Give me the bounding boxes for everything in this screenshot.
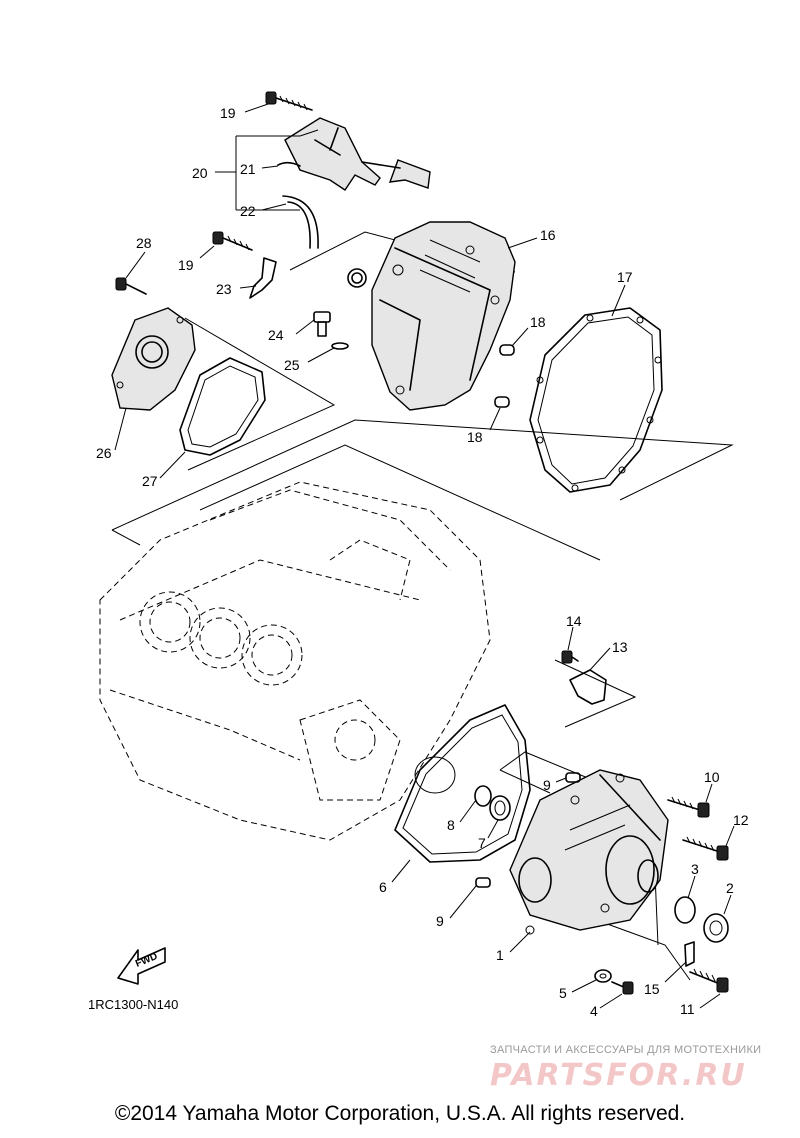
dowel-pin-part-18-upper [499, 344, 515, 356]
gasket-part-17 [529, 307, 663, 493]
o-ring-part-25 [331, 342, 349, 350]
hose-part-22 [282, 195, 319, 249]
gasket-part-27 [179, 357, 266, 456]
callout-28: 28 [136, 235, 152, 251]
callout-18-upper: 18 [530, 314, 546, 330]
callout-18-lower: 18 [467, 429, 483, 445]
watermark-logo: PARTSFOR.RU [490, 1058, 747, 1093]
bolt-part-4 [611, 981, 634, 995]
plug-part-2 [703, 913, 729, 943]
callout-19-mid: 19 [178, 257, 194, 273]
circlip-part-8 [474, 785, 492, 807]
plate-part-23 [249, 257, 277, 299]
callout-4: 4 [590, 1003, 598, 1019]
callout-8: 8 [447, 817, 455, 833]
callout-15: 15 [644, 981, 660, 997]
callout-10: 10 [704, 769, 720, 785]
bolt-part-28 [115, 277, 147, 295]
callout-9-upper: 9 [543, 777, 551, 793]
washer-part-5 [594, 969, 612, 983]
watermark-tagline: ЗАПЧАСТИ И АКСЕССУАРЫ ДЛЯ МОТОТЕХНИКИ [490, 1044, 762, 1056]
callout-23: 23 [216, 281, 232, 297]
bolt-part-19-mid [212, 231, 253, 251]
callout-17: 17 [617, 269, 633, 285]
bolt-part-19-top [265, 91, 313, 111]
dowel-pin-part-18-lower [494, 396, 510, 408]
sensor-part-24 [313, 311, 331, 337]
callout-labels: 19 20 21 22 16 17 28 19 23 24 25 18 18 2… [96, 105, 749, 1019]
callout-27: 27 [142, 473, 158, 489]
callout-21: 21 [240, 161, 256, 177]
callout-9-lower: 9 [436, 913, 444, 929]
callout-5: 5 [559, 985, 567, 1001]
callout-19-top: 19 [220, 105, 236, 121]
callout-25: 25 [284, 357, 300, 373]
callout-26: 26 [96, 445, 112, 461]
forward-arrow-icon: FWD [117, 947, 166, 985]
callout-16: 16 [540, 227, 556, 243]
bolt-part-10 [667, 796, 710, 818]
gasket-part-6 [394, 704, 531, 863]
dowel-pin-part-9-lower [475, 877, 491, 888]
callout-leaders [114, 103, 735, 1009]
bolt-part-12 [682, 836, 729, 861]
clip-part-21 [277, 161, 301, 167]
callout-1: 1 [496, 947, 504, 963]
oil-seal-part-7 [489, 795, 511, 821]
callout-7: 7 [478, 835, 486, 851]
assembly-outline-lines [111, 231, 734, 981]
bolt-part-14 [561, 650, 579, 664]
dowel-pin-part-9-upper [565, 772, 581, 783]
guard-assembly-part-20 [284, 117, 431, 191]
o-ring-part-3 [674, 896, 696, 924]
callout-6: 6 [379, 879, 387, 895]
pickup-cover-part-26 [111, 307, 196, 411]
callout-24: 24 [268, 327, 284, 343]
callout-20: 20 [192, 165, 208, 181]
diagram-code: 1RC1300-N140 [88, 997, 179, 1012]
callout-13: 13 [612, 639, 628, 655]
callout-12: 12 [733, 812, 749, 828]
bolt-part-11 [689, 968, 729, 993]
callout-3: 3 [691, 861, 699, 877]
crankcase-cover-part-16 [347, 221, 516, 411]
generator-cover-part-1 [509, 769, 669, 935]
copyright-notice: ©2014 Yamaha Motor Corporation, U.S.A. A… [114, 1102, 686, 1125]
clamp-part-15 [684, 941, 695, 967]
callout-14: 14 [566, 613, 582, 629]
crankcase-dashed [99, 481, 491, 841]
callout-2: 2 [726, 880, 734, 896]
callout-22: 22 [240, 203, 256, 219]
callout-11: 11 [680, 1001, 695, 1017]
